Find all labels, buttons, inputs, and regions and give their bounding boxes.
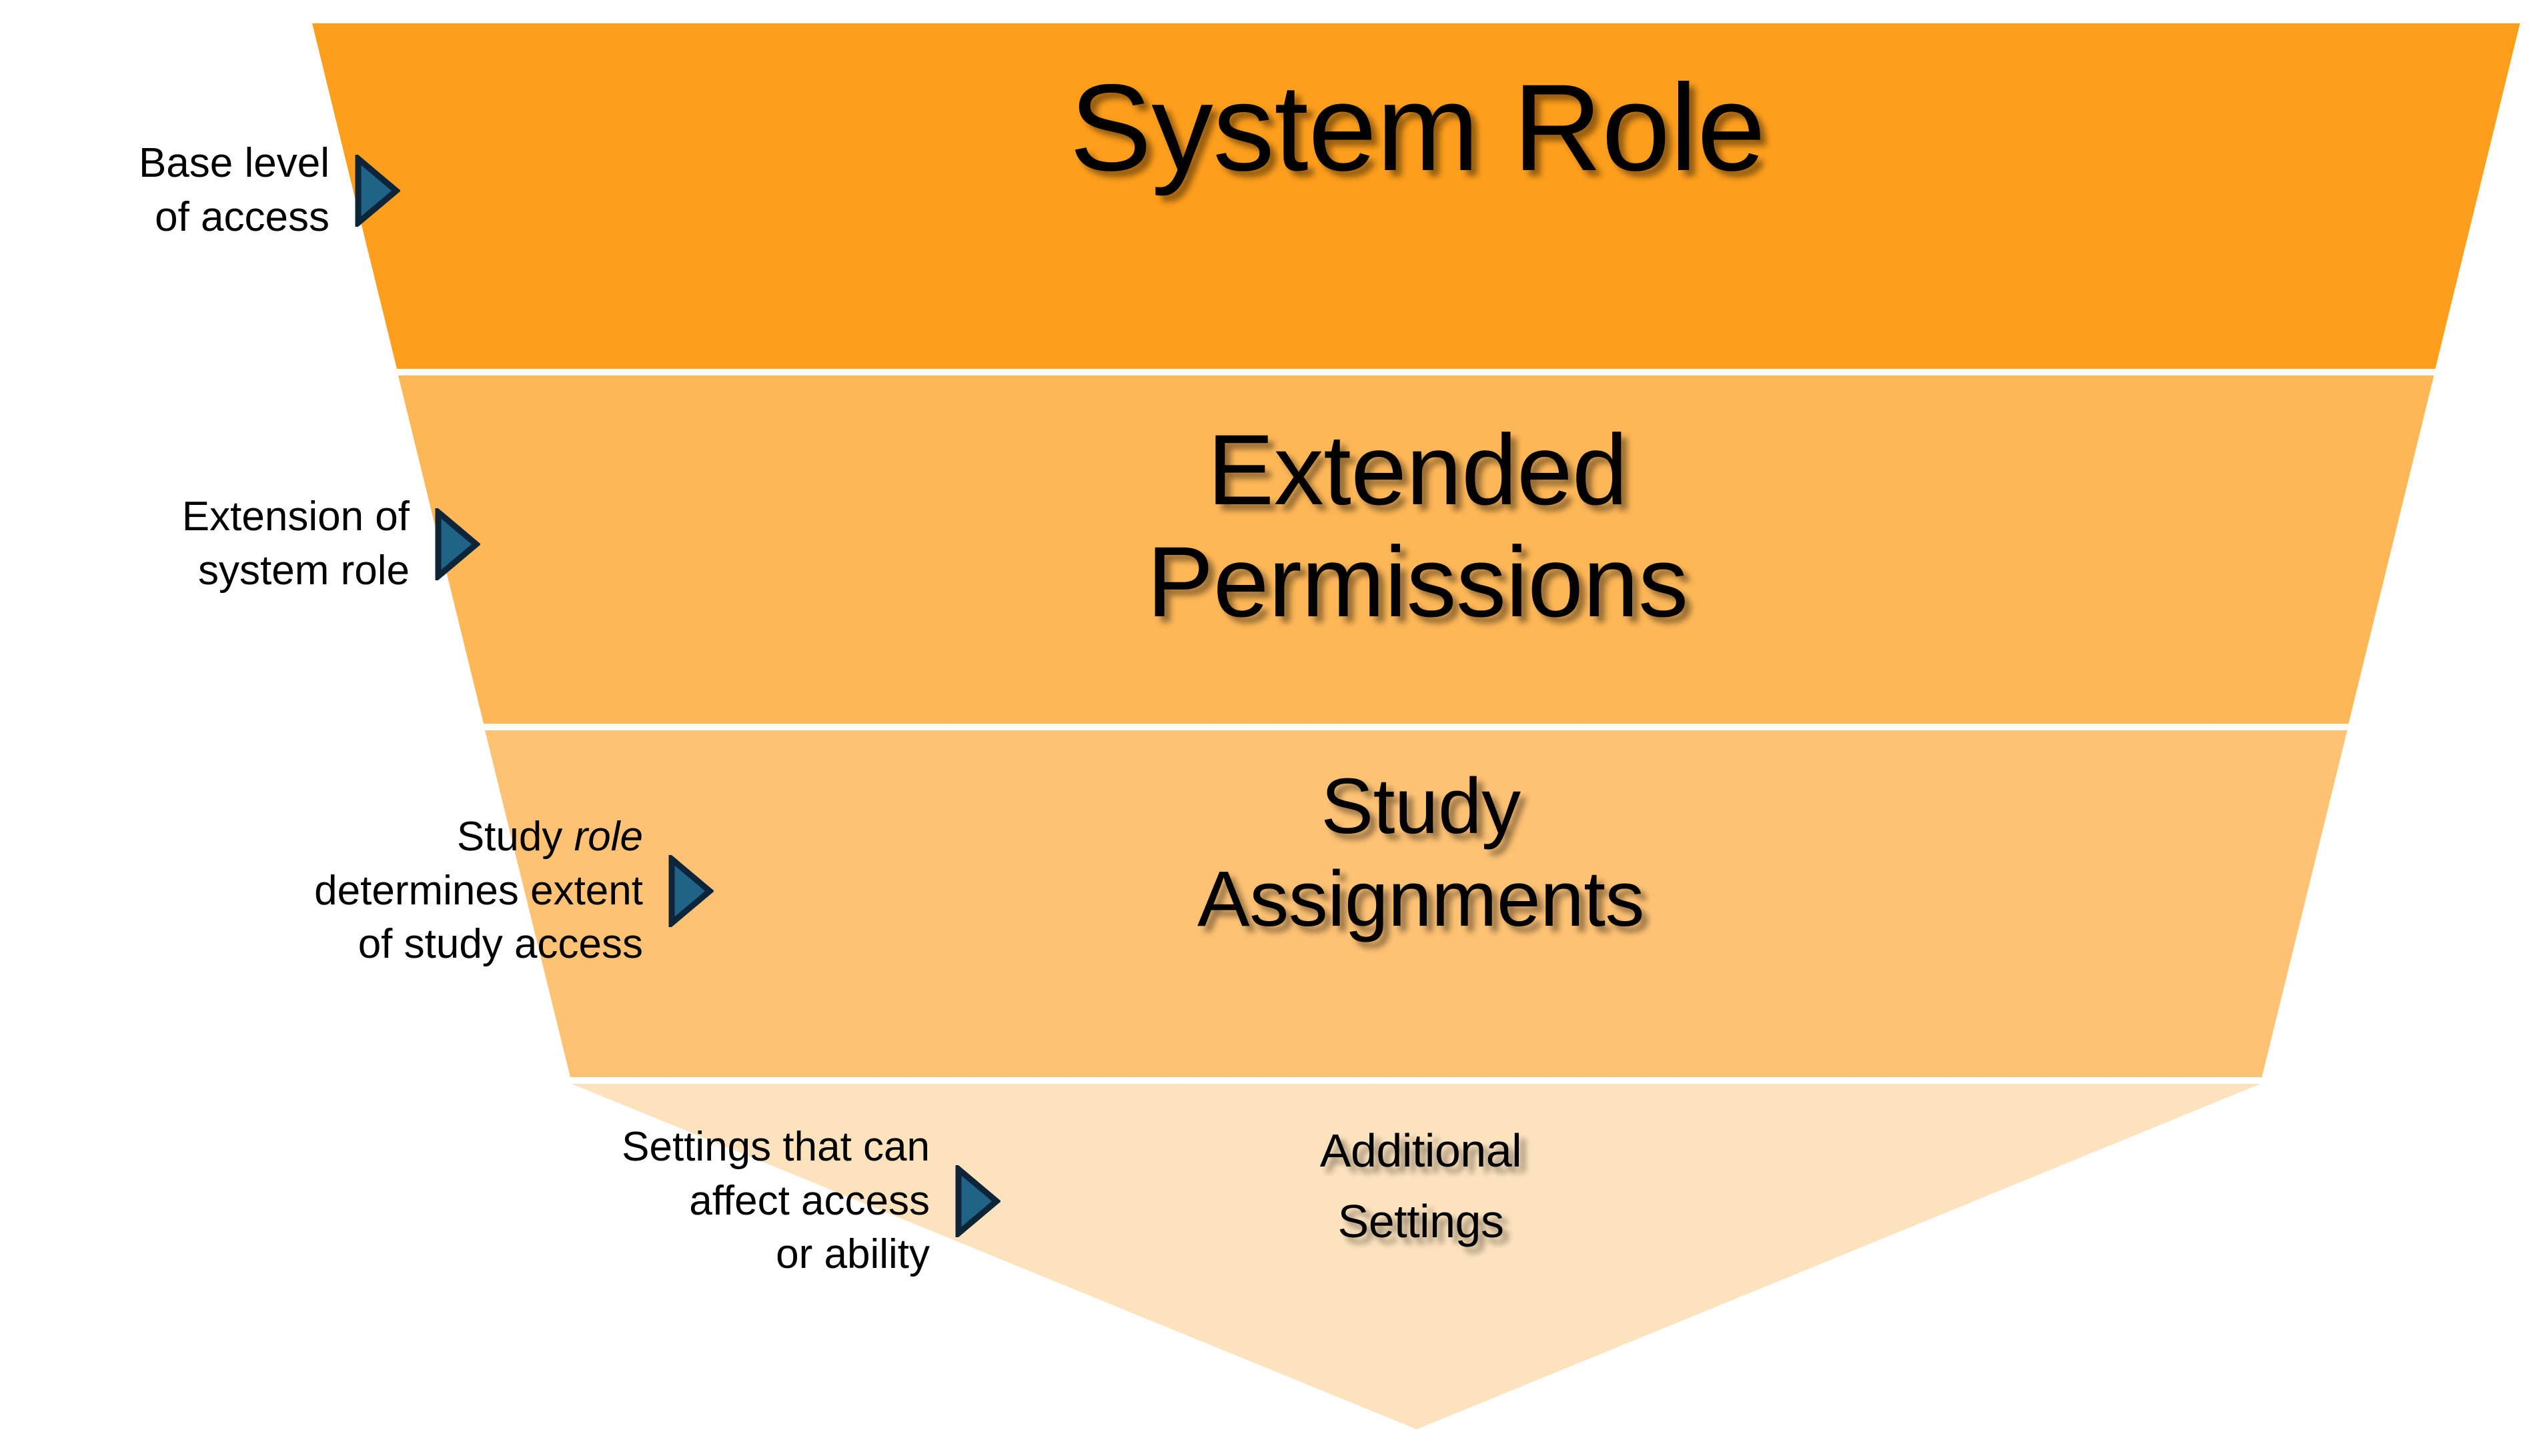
- funnel-band-study-assignments: [485, 730, 2347, 1077]
- funnel-band-extended-permissions: [398, 376, 2434, 724]
- funnel-band-system-role: [312, 23, 2520, 369]
- annotation-text-base-level-of-access: Base level of access: [138, 140, 330, 240]
- play-triangle-icon: [955, 1165, 1001, 1237]
- annotation-study-role-determines-extent: Study role determines extent of study ac…: [0, 810, 714, 972]
- play-triangle-icon: [355, 154, 400, 227]
- annotation-text-segment-before: Study: [456, 814, 574, 860]
- annotation-text-segment-after: determines extent of study access: [314, 867, 643, 968]
- play-triangle-icon: [668, 854, 714, 927]
- annotation-extension-of-system-role: Extension of system role: [0, 490, 480, 598]
- annotation-text-emphasis-role: role: [574, 814, 643, 860]
- annotation-base-level-of-access: Base level of access: [0, 137, 400, 244]
- play-triangle-icon: [435, 508, 480, 580]
- annotation-text-extension-of-system-role: Extension of system role: [181, 494, 410, 594]
- annotation-text-study-role-determines-extent: Study role determines extent of study ac…: [314, 810, 643, 972]
- funnel-band-additional-settings: [572, 1084, 2261, 1429]
- annotation-settings-that-can-affect-access: Settings that can affect access or abili…: [0, 1121, 1001, 1282]
- annotation-text-settings-that-can-affect-access: Settings that can affect access or abili…: [622, 1124, 930, 1278]
